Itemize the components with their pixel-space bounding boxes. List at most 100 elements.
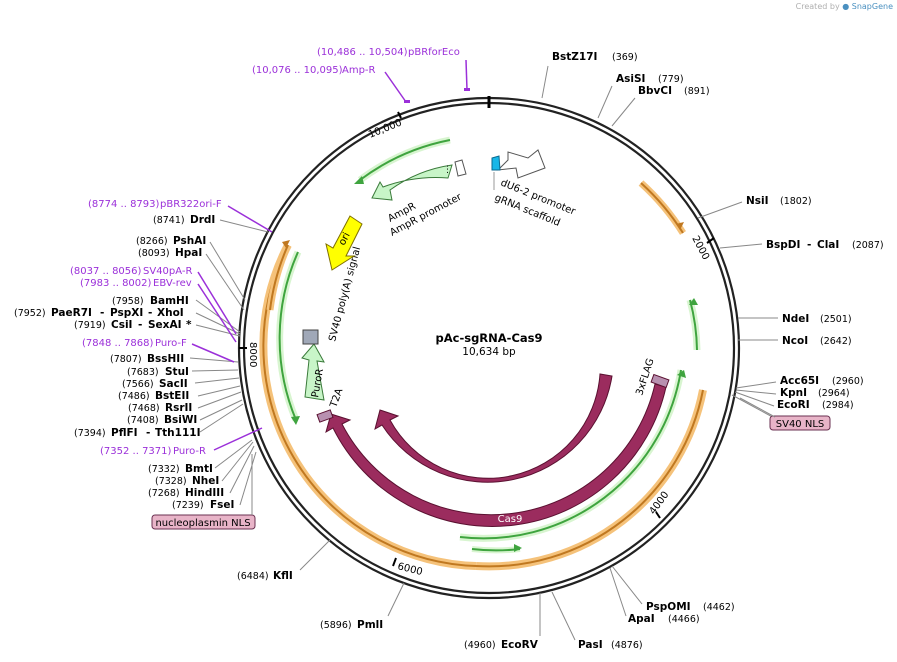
orf-track-line [278,251,299,421]
enzyme-pos: (2960) [832,376,864,387]
svg-text:-: - [100,307,104,319]
enzyme-pos: (7683) [127,367,159,378]
enzyme-name: BstEII [155,390,189,402]
ruler-ticks [239,111,715,567]
primer-name: SV40pA-R [143,266,192,277]
enzyme-star: * [186,319,192,331]
credit-prefix: Created by [795,2,840,11]
enzyme-pos: (5896) [320,620,352,631]
orf-track-line [359,139,451,181]
enzyme-pos: (2964) [818,388,850,399]
enzyme-name: PshAI [173,235,206,247]
enzyme-pos: (2984) [822,400,854,411]
t2a-box [316,409,334,423]
enzyme-pos: (2087) [852,240,884,251]
orf-track-glow [459,369,685,542]
enzyme-pos: (7486) [118,391,150,402]
primer-name: pBRforEco [408,47,460,58]
nucleoplasmin-nls-label: nucleoplasmin NLS [155,518,250,529]
enzyme-name: KpnI [780,387,807,399]
enzyme-pos: (1802) [780,196,812,207]
enzyme-name: SexAI [148,319,182,331]
enzyme-pos: (4466) [668,614,700,625]
enzyme-name: BamHI [150,295,189,307]
enzyme-pos: (2501) [820,314,852,325]
enzyme-name: PspXI [110,307,143,319]
primer-range: (10,486 .. 10,504) [317,47,408,58]
enzyme-name: SacII [159,378,188,390]
enzyme-name: BmtI [185,463,213,475]
cas9-inner-label: Cas9 [494,461,519,472]
enzyme-pos: (7239) [172,500,204,511]
orf-track-line [269,244,289,311]
enzyme-name: AsiSI [616,73,645,85]
enzyme-pos: (7268) [148,488,180,499]
enzyme-name: NsiI [746,195,769,207]
enzyme-name: CsiI [111,319,132,331]
enzyme-name: PaeR7I [51,307,92,319]
enzyme-name: StuI [165,366,189,378]
enzyme-name: EcoRV [501,639,539,651]
ori-label: ori [337,231,353,248]
enzyme-name: PmlI [357,619,383,631]
enzyme-pos: (7952) [14,308,46,319]
grna-scaffold-box [491,155,501,171]
orf-track-line [459,369,682,540]
credit-brand: SnapGene [851,2,893,11]
enzyme-pos: (7807) [110,354,142,365]
enzyme-pos: (4876) [611,640,643,651]
enzyme-pos: (8741) [153,215,185,226]
primer-range: (7848 .. 7868) [82,338,154,349]
sv40-nls-label: SV40 NLS [776,419,825,430]
plasmid-size: 10,634 bp [462,346,516,358]
orf-track-line [689,299,698,351]
enzyme-pos: (8093) [138,248,170,259]
enzyme-pos: (7394) [74,428,106,439]
enzyme-pos: (2642) [820,336,852,347]
primer-range: (8774 .. 8793) [88,199,160,210]
orf-track-line [640,182,684,234]
enzyme-pos: (7919) [74,320,106,331]
sv40-nls-box [769,415,831,431]
enzyme-name: HindIII [185,487,224,499]
enzyme-name: ClaI [817,239,839,251]
enzyme-pos: (7958) [112,296,144,307]
enzyme-name: HpaI [175,247,202,259]
ruler-label-8000: 8000 [247,342,258,367]
snapgene-logo-icon: ● [842,2,850,11]
enzyme-name: KflI [273,570,293,582]
enzyme-name: ApaI [628,613,655,625]
sv40-nls-connector [739,397,776,418]
orf-tracks [259,136,707,571]
enzyme-pos: (779) [658,74,684,85]
enzyme-name: PspOMI [646,601,691,613]
primer-range: (7983 .. 8002) [80,278,152,289]
primer-name: Puro-R [173,446,206,457]
enzyme-pos: (6484) [237,571,269,582]
nucleoplasmin-nls-box [151,514,256,530]
primer-range: (10,076 .. 10,095) [252,65,343,76]
ampr-promoter-arrow [454,159,467,177]
primer-name: Amp-R [342,65,376,76]
primer-range: (8037 .. 8056) [70,266,142,277]
sv40-polya-box [302,329,319,345]
enzyme-pos: (7332) [148,464,180,475]
enzyme-pos: (891) [684,86,710,97]
cas9-outer-label: Cas9 [498,514,523,525]
primer-name: Puro-F [155,338,187,349]
cas9-inner-arrow [374,373,613,483]
enzyme-name: Tth111I [155,427,200,439]
primer-range: (7352 .. 7371) [100,446,172,457]
plasmid-name: pAc-sgRNA-Cas9 [436,331,543,345]
puror-label: PuroR [310,368,326,399]
enzyme-name: BsiWI [164,414,197,426]
enzyme-name: BssHII [147,353,184,365]
enzyme-name: EcoRI [777,399,810,411]
enzyme-name: XhoI [157,307,184,319]
svg-text:-: - [138,319,142,331]
enzyme-sites-left: (8741) DrdI (8266) PshAI (8093) HpaI (79… [14,214,269,511]
enzyme-name: DrdI [190,214,215,226]
enzyme-name: PasI [578,639,603,651]
enzyme-name: PflFI [111,427,138,439]
svg-text:-: - [148,307,152,319]
